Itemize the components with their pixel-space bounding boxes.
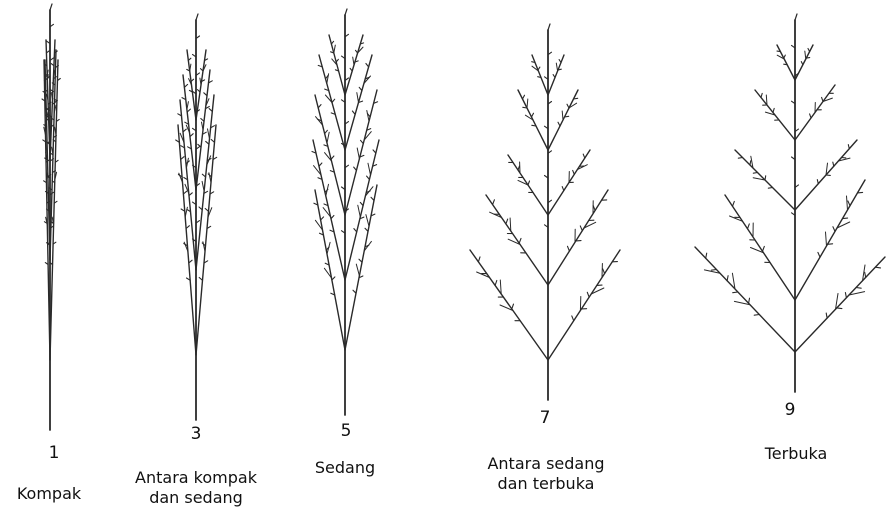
panicle-drawing-9 (695, 14, 885, 392)
score-3: 3 (186, 424, 206, 444)
label-kompak-line1: Kompak (17, 484, 81, 503)
label-antara-kompak-line2: dan sedang (126, 488, 266, 508)
panicle-drawing-7 (470, 24, 620, 400)
score-7: 7 (535, 408, 555, 428)
label-antara-sedang-line1: Antara sedang (476, 454, 616, 474)
score-9: 9 (780, 400, 800, 420)
panicle-drawing-5 (312, 9, 379, 415)
label-antara-kompak-line1: Antara kompak (126, 468, 266, 488)
label-sedang-line1: Sedang (315, 458, 375, 477)
label-terbuka: Terbuka (746, 444, 846, 464)
label-antara-sedang-line2: dan terbuka (476, 474, 616, 494)
panicle-drawing-3 (176, 14, 217, 420)
score-5: 5 (336, 421, 356, 441)
label-antara-kompak-dan-sedang: Antara kompak dan sedang (126, 468, 266, 508)
label-antara-sedang-dan-terbuka: Antara sedang dan terbuka (476, 454, 616, 494)
label-kompak: Kompak (4, 484, 94, 504)
label-sedang: Sedang (300, 458, 390, 478)
score-1: 1 (44, 443, 64, 463)
label-terbuka-line1: Terbuka (765, 444, 828, 463)
panicle-drawing-1 (42, 4, 60, 430)
